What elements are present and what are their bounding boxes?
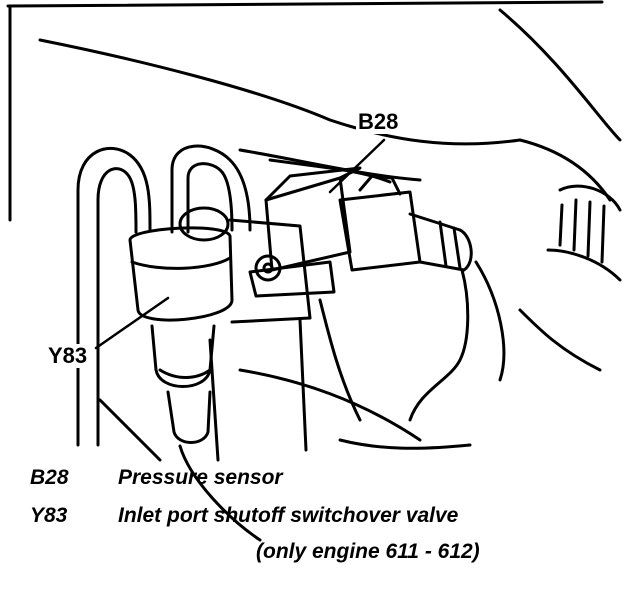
b28-callout: B28: [356, 109, 401, 134]
y83-valve-nozzle: [166, 390, 212, 444]
b28-mount-bolt-center: [262, 262, 274, 274]
y83-leader-line: [94, 296, 170, 350]
wire-harness-3: [318, 298, 362, 422]
connector-body: [338, 190, 422, 272]
bracket-lower: [208, 318, 308, 462]
y83-valve-body: [128, 226, 234, 322]
housing-lower-edge: [238, 148, 422, 182]
connector-ribs: [438, 220, 462, 270]
lower-contour-2: [338, 438, 472, 450]
legend-note: (only engine 611 - 612): [256, 540, 480, 563]
y83-callout: Y83: [46, 343, 90, 368]
y83-valve-band: [130, 256, 232, 270]
legend-desc-b28: Pressure sensor: [118, 466, 283, 489]
hose-right-of-sensor: [268, 158, 392, 184]
lower-left-block: [98, 398, 162, 462]
connector-plug: [408, 212, 473, 272]
b28-leader-line: [328, 138, 386, 194]
lower-contour-1: [238, 368, 422, 442]
ribbed-hose-bottom: [546, 248, 622, 282]
connector-latch: [358, 174, 402, 196]
legend-code-b28: B28: [30, 466, 69, 489]
legend-code-y83: Y83: [30, 504, 68, 527]
y83-lower-hose: [178, 444, 262, 542]
ribbed-hose-tail: [518, 308, 602, 372]
b28-sensor-flange: [248, 260, 336, 298]
ribbed-hose-ribs: [558, 198, 606, 264]
y83-valve-cap: [178, 206, 230, 242]
hose-inner-left: [96, 167, 138, 447]
wire-harness-2: [474, 260, 506, 382]
wire-harness-1: [408, 268, 470, 422]
housing-ridge: [498, 8, 622, 142]
y83-valve-stem-rib: [158, 368, 212, 379]
hose-inner-mid: [186, 162, 234, 234]
hose-outer-mid: [170, 144, 252, 234]
b28-mount-bolt: [254, 254, 282, 282]
legend-desc-y83: Inlet port shutoff switchover valve: [118, 504, 459, 527]
ribbed-hose-top: [558, 184, 622, 212]
right-housing-curve: [518, 138, 612, 202]
frame-top-edge: [6, 0, 604, 8]
mount-bracket: [228, 218, 312, 324]
hose-outer-left: [76, 146, 152, 447]
upper-housing-contour: [38, 38, 522, 146]
